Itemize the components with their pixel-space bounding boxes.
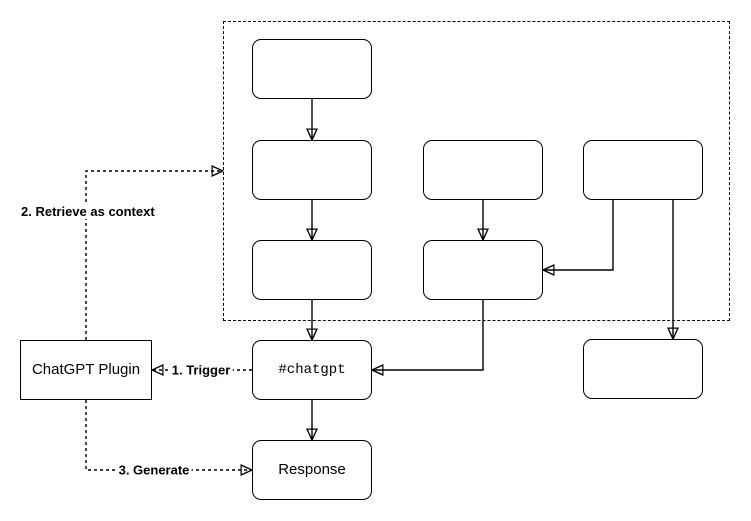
notes-container — [223, 21, 730, 321]
response-node: Response — [252, 440, 372, 500]
arrow-retrieve-as-context — [85, 171, 223, 340]
note-box-col1-row2 — [252, 140, 372, 200]
note-box-col2-row1 — [423, 140, 543, 200]
outside-box — [583, 339, 703, 399]
chatgpt-plugin-label: ChatGPT Plugin — [31, 361, 141, 378]
note-box-col2-row2 — [423, 240, 543, 300]
response-label: Response — [278, 461, 346, 478]
note-box-col1-row3 — [252, 240, 372, 300]
chatgpt-tag-node: #chatgpt — [252, 340, 372, 400]
chatgpt-tag-label: #chatgpt — [278, 361, 346, 378]
generate-label: 3. Generate — [116, 462, 192, 478]
chatgpt-plugin-node: ChatGPT Plugin — [20, 340, 152, 400]
retrieve-label: 2. Retrieve as context — [19, 204, 157, 219]
arrow-note6-to-note5 — [543, 200, 614, 270]
arrow-note5-to-chatgpt-tag — [372, 300, 484, 370]
note-box-col3-row1 — [583, 140, 703, 200]
arrow-generate — [85, 400, 252, 470]
trigger-label: 1. Trigger — [169, 362, 233, 378]
note-box-col1-row1 — [252, 39, 372, 99]
